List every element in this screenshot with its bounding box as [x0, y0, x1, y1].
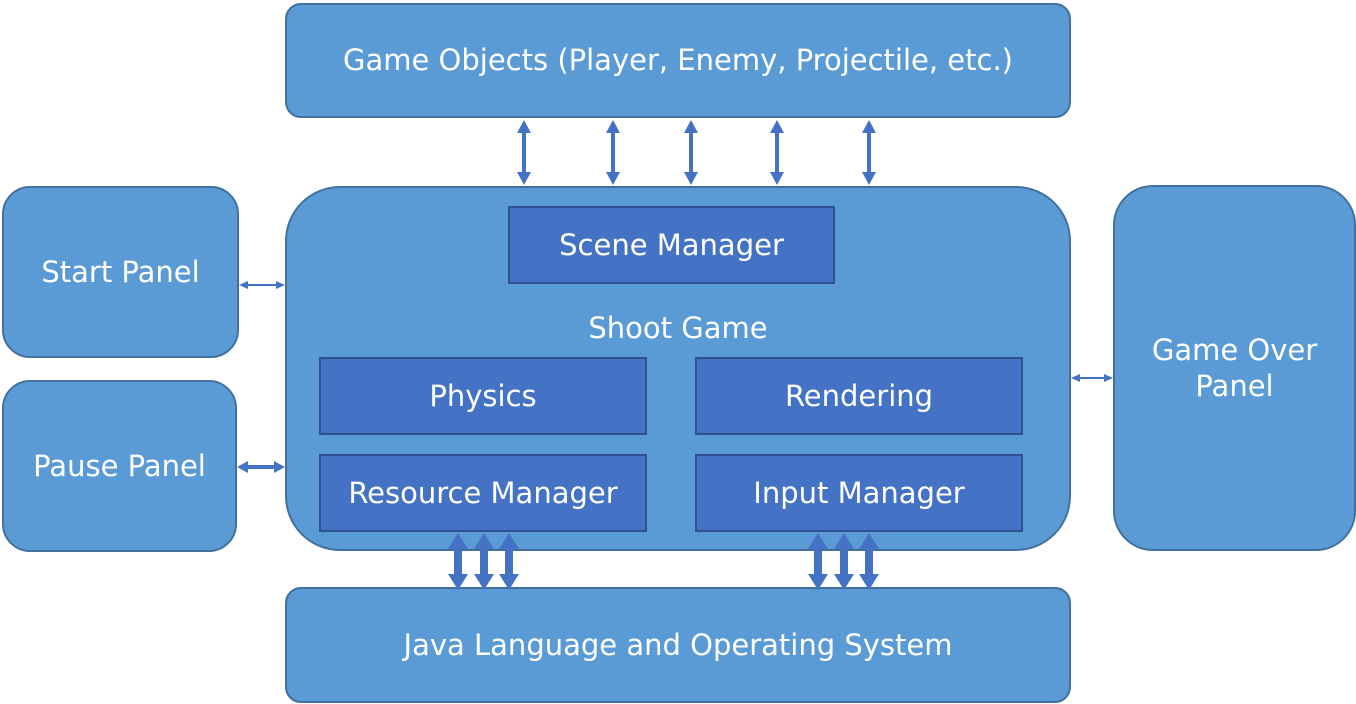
resource-manager-box: Resource Manager — [319, 454, 647, 532]
start-panel-box: Start Panel — [2, 186, 239, 358]
physics-box: Physics — [319, 357, 647, 435]
arrow-game-objects-shoot-game-2 — [606, 120, 620, 185]
shoot-game-label: Shoot Game — [588, 311, 768, 345]
arrow-shoot-game-game-over — [1071, 374, 1113, 382]
scene-manager-box: Scene Manager — [508, 206, 835, 284]
rendering-label: Rendering — [784, 378, 934, 413]
arrow-game-objects-shoot-game-3 — [684, 120, 698, 185]
physics-label: Physics — [429, 378, 537, 413]
game-objects-label: Game Objects (Player, Enemy, Projectile,… — [342, 43, 1014, 78]
arrow-game-objects-shoot-game-1 — [517, 120, 531, 185]
pause-panel-box: Pause Panel — [2, 380, 237, 552]
start-panel-label: Start Panel — [41, 254, 200, 289]
arrow-start-panel-shoot-game — [239, 281, 285, 289]
arrow-game-objects-shoot-game-4 — [770, 120, 784, 185]
pause-panel-label: Pause Panel — [33, 448, 206, 483]
arrow-game-objects-shoot-game-5 — [862, 120, 876, 185]
game-over-panel-box: Game Over Panel — [1113, 185, 1356, 551]
scene-manager-label: Scene Manager — [559, 227, 784, 262]
game-over-panel-label: Game Over Panel — [1151, 332, 1318, 403]
input-manager-label: Input Manager — [753, 475, 965, 510]
arrow-pause-panel-shoot-game — [237, 461, 285, 473]
game-objects-box: Game Objects (Player, Enemy, Projectile,… — [285, 3, 1071, 118]
resource-manager-label: Resource Manager — [348, 475, 618, 510]
rendering-box: Rendering — [695, 357, 1023, 435]
input-manager-box: Input Manager — [695, 454, 1023, 532]
java-os-label: Java Language and Operating System — [403, 627, 953, 662]
java-os-box: Java Language and Operating System — [285, 587, 1071, 703]
